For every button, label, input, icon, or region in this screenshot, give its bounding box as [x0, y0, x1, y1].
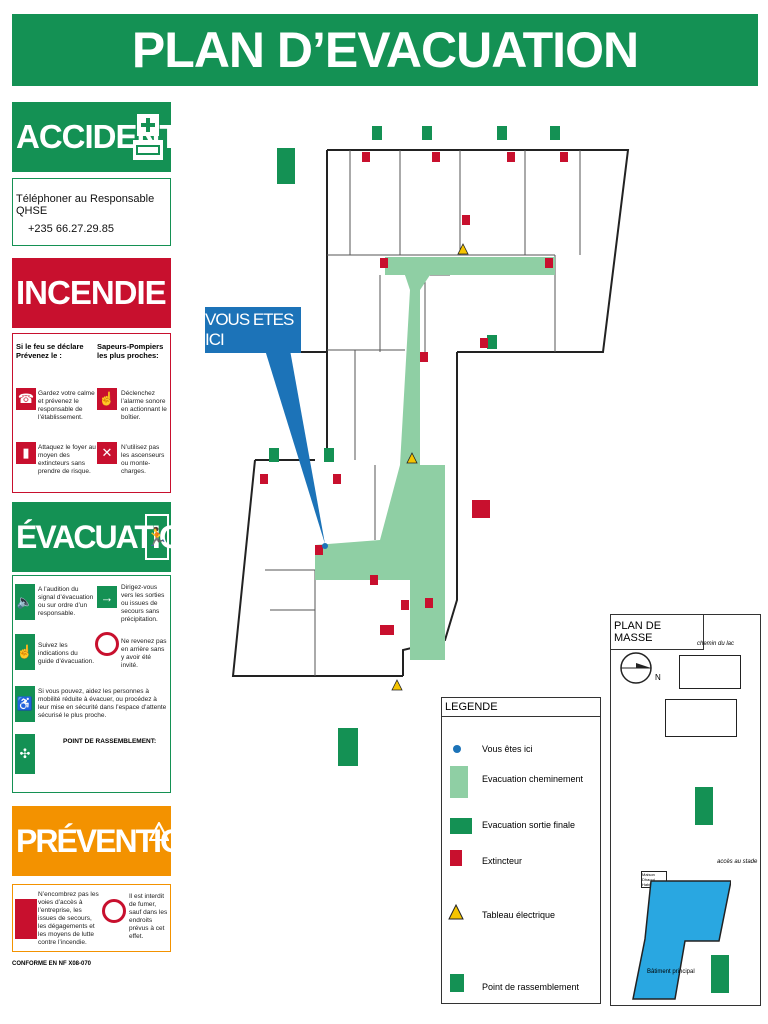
exit-icon: 🏃 [145, 514, 169, 560]
alarm-icon: ☝ [97, 388, 117, 410]
site-building-2 [665, 699, 737, 737]
incendie-item4: N’utilisez pas les ascenseurs ou monte-c… [121, 444, 165, 475]
incendie-number: 18 ou 112 [171, 272, 192, 314]
legend-item-2: Evacuation sortie finale [482, 820, 576, 830]
evacuation-item4: Ne revenez pas en arrière sans y avoir é… [121, 638, 167, 669]
legend-item-5: Point de rassemblement [482, 982, 580, 992]
accessibility-icon: ♿ [15, 686, 35, 722]
assembly-icon-site-2 [711, 955, 729, 993]
page-title: PLAN D’EVACUATION [12, 14, 758, 86]
you-are-here-label: VOUS ETES ICI [205, 307, 301, 353]
evacuation-box: 🔈 A l’audition du signal d’évacuation ou… [12, 575, 171, 793]
accident-phone: +235 66.27.29.85 [28, 223, 114, 235]
incendie-col2-title: Sapeurs-Pompiers les plus proches: [97, 342, 164, 360]
evacuation-item5: Si vous pouvez, aidez les personnes à mo… [38, 688, 167, 719]
evacuation-heading: ÉVACUATION [16, 518, 205, 555]
legend: LEGENDE Vous êtes ici Evacuation chemine… [441, 697, 601, 1004]
no-elevator-icon: ✕ [97, 442, 117, 464]
warning-icon: ! [148, 820, 170, 847]
incendie-item3: Attaquez le foyer au moyen des extincteu… [38, 444, 96, 475]
evacuation-item1: A l’audition du signal d’évacuation ou s… [38, 586, 94, 617]
arrow-right-icon: → [97, 586, 117, 608]
guide-icon: ☝ [15, 634, 35, 670]
prevention-item2: Il est interdit de fumer, sauf dans les … [129, 893, 168, 940]
accident-box: Téléphoner au Responsable QHSE +235 66.2… [12, 178, 171, 246]
prevention-item1: N’encombrez pas les voies d’accès à l’en… [38, 891, 99, 946]
evacuation-item2: Dirigez-vous vers les sorties ou issues … [121, 584, 165, 623]
prevention-heading: PRÉVENTION [16, 822, 206, 859]
phone-icon: ☎ [16, 388, 36, 410]
stade-label: accès au stade [717, 859, 758, 865]
first-aid-icon [133, 112, 163, 162]
svg-text:!: ! [157, 830, 160, 841]
assembly-point-plan-icon [338, 728, 358, 766]
prevention-header: PRÉVENTION ! [12, 806, 206, 876]
legend-electric-icon [448, 904, 464, 920]
no-smoking-icon [102, 899, 126, 923]
extinguisher-signs [260, 152, 568, 635]
incendie-heading: INCENDIE [16, 274, 167, 311]
legend-assembly-icon [450, 974, 464, 992]
obstruction-icon [15, 899, 37, 939]
accident-line: Téléphoner au Responsable QHSE [16, 193, 155, 217]
legend-item-0: Vous êtes ici [482, 744, 533, 754]
evacuation-item3: Suivez les indications du guide d’évacua… [38, 642, 95, 665]
electrical-panels [391, 243, 469, 691]
compass-icon [620, 652, 652, 684]
evacuation-path [315, 257, 555, 660]
evacuation-header: ÉVACUATION 🏃 [12, 502, 205, 572]
incendie-item2: Déclenchez l’alarme sonore en actionnant… [121, 390, 167, 421]
road-label: chemin du lac [697, 641, 735, 647]
legend-extinguisher-icon [450, 850, 462, 866]
site-plan-title: PLAN DE MASSE [611, 615, 704, 650]
no-return-icon [95, 632, 119, 656]
incendie-col1-title: Si le feu se déclare Prévenez le : [16, 342, 84, 360]
floor-plan [231, 126, 630, 750]
site-building-1 [679, 655, 741, 689]
legend-path-icon [450, 766, 468, 798]
extinguisher-icon: ▮ [16, 442, 36, 464]
main-building-label: Bâtiment principal [647, 969, 695, 975]
legend-item-1: Evacuation cheminement [482, 774, 584, 784]
conformity-label: CONFORME EN NF X08-070 [12, 961, 92, 967]
legend-dot-icon [453, 745, 461, 753]
incendie-item1: Gardez votre calme et prévenez le respon… [38, 390, 95, 421]
assembly-label: POINT DE RASSEMBLEMENT: [63, 738, 157, 745]
you-are-here-dot [322, 543, 328, 549]
legend-item-3: Extincteur [482, 856, 523, 866]
site-plan: PLAN DE MASSE N chemin du lac accès au s… [610, 614, 761, 1006]
legend-item-4: Tableau électrique [482, 910, 556, 920]
legend-title: LEGENDE [442, 698, 600, 717]
incendie-header: INCENDIE 18 ou 112 [12, 258, 191, 328]
accident-header: ACCIDENT [12, 102, 179, 172]
incendie-box: Si le feu se déclare Prévenez le : Sapeu… [12, 333, 171, 493]
assembly-icon-site [695, 787, 713, 825]
prevention-box: N’encombrez pas les voies d’accès à l’en… [12, 884, 171, 952]
speaker-icon: 🔈 [15, 584, 35, 620]
assembly-point-icon: ✣ [15, 734, 35, 774]
north-label: N [655, 673, 661, 682]
main-building [632, 880, 731, 1000]
legend-exit-icon [450, 818, 472, 834]
